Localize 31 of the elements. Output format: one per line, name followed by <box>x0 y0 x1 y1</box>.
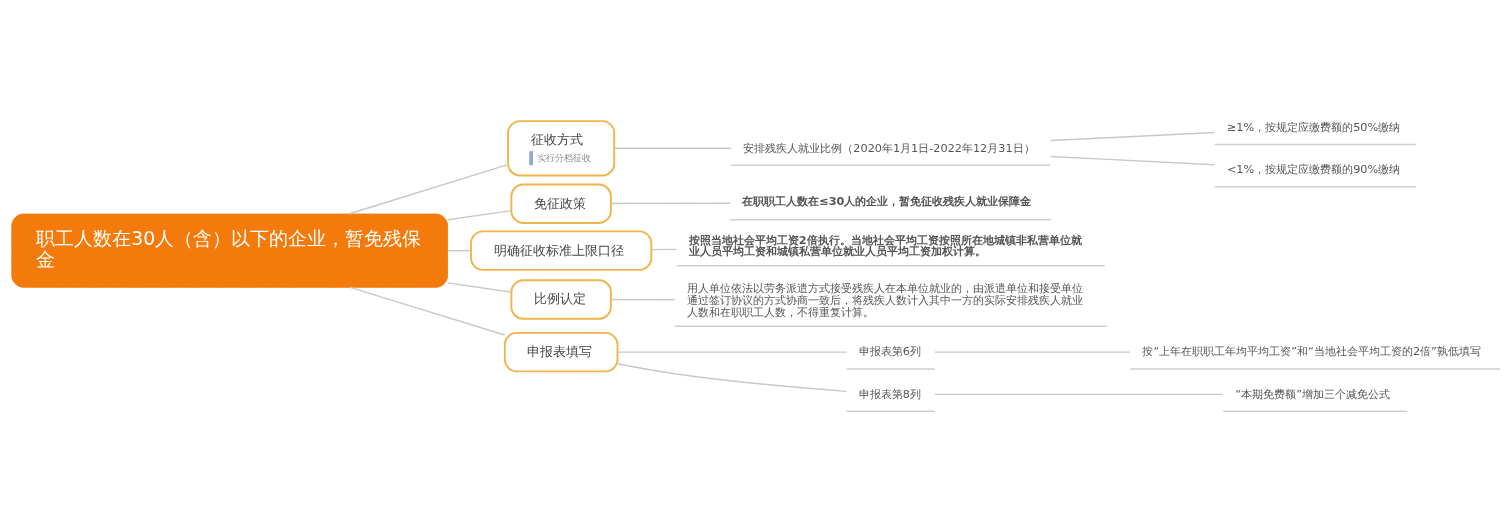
connector <box>613 147 732 149</box>
connector <box>349 286 506 336</box>
node-text: “本期免费额”增加三个减免公式 <box>1235 387 1391 401</box>
node-text: 安排残疾人就业比例（2020年1月1日-2022年12月31日） <box>743 141 1035 155</box>
node-text: 申报表第8列 <box>858 387 921 401</box>
connector <box>616 362 848 392</box>
node-text: 按“上年在职职工年均平均工资”和“当地社会平均工资的2倍”孰低填写 <box>1142 344 1481 358</box>
node-text: 用人单位依法以劳务派遣方式接受残疾人在本单位就业的，由派遣单位和接受单位通过签订协议的方式协商一致后，将残疾人数计入其中一方的实际安排残疾人就业人数和在职职工人数，不得重复计算。 <box>686 281 1083 319</box>
connector <box>616 350 848 353</box>
node-box: 申报表填写 <box>503 331 619 372</box>
connector <box>934 350 1131 353</box>
connector <box>447 249 472 251</box>
node-box: 职工人数在30人（含）以下的企业，暂免残保金 <box>11 213 448 288</box>
connector <box>447 209 512 220</box>
node-text: 申报表第6列 <box>858 344 921 358</box>
connector <box>934 393 1224 395</box>
connector <box>610 202 731 204</box>
connector <box>1049 131 1216 141</box>
node-box: 明确征收标准上限口径 <box>470 230 653 271</box>
connector <box>610 298 676 301</box>
node-text: 按照当地社会平均工资2倍执行。当地社会平均工资按照所在地城镇非私营单位就业人员平均工资和城镇私营单位就业人员平均工资加权计算。 <box>688 233 1082 258</box>
node-text: ≥1%，按规定应缴费额的50%缴纳 <box>1226 120 1401 134</box>
connector <box>347 163 509 215</box>
node-text: 在职职工人数在≤30人的企业，暂免征收残疾人就业保障金 <box>742 194 1032 208</box>
connector <box>447 281 512 293</box>
connector <box>650 248 678 250</box>
node-text: <1%，按规定应缴费额的90%缴纳 <box>1226 162 1401 176</box>
connector <box>1049 155 1216 166</box>
node-box: 比例认定 <box>510 278 612 320</box>
node-box: 免征政策 <box>510 183 612 224</box>
node-box: 征收方式 实行分档征收 <box>507 119 616 176</box>
